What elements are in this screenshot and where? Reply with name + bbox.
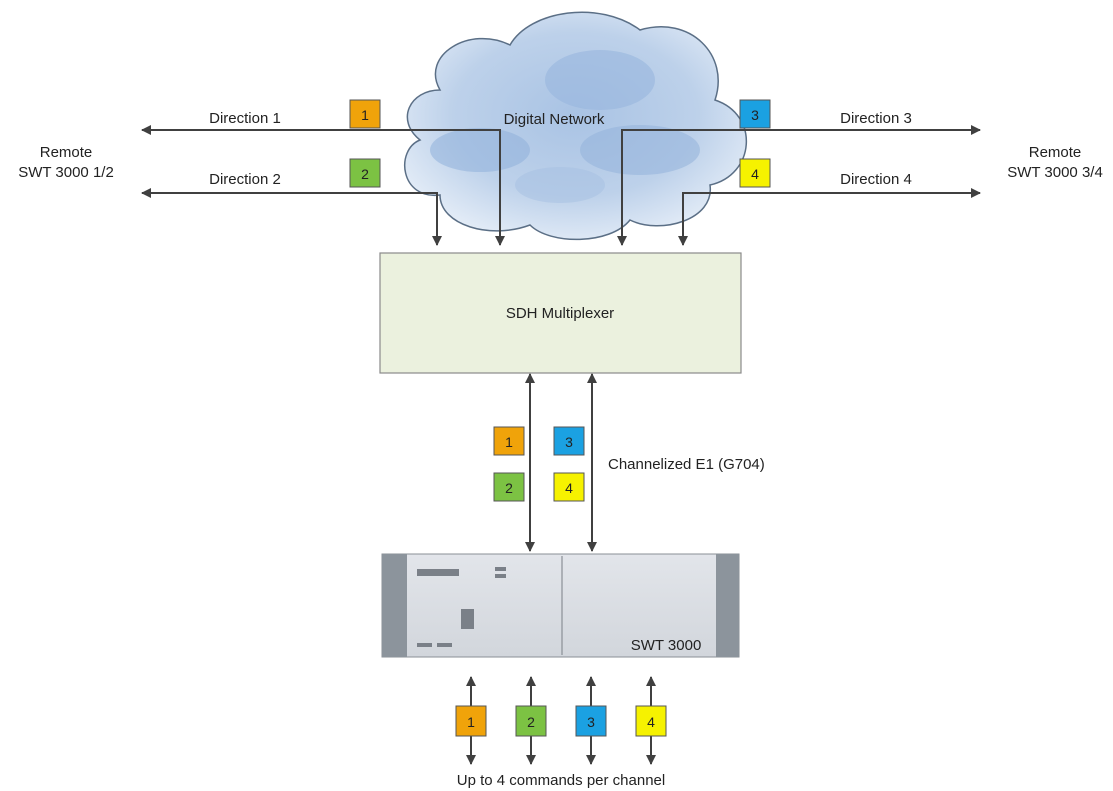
commands-caption: Up to 4 commands per channel xyxy=(457,772,665,789)
direction-4-label: Direction 4 xyxy=(840,171,912,188)
command-badge-1: 1 xyxy=(455,705,487,737)
direction-badge-3: 3 xyxy=(739,99,771,129)
e1-badge-1: 1 xyxy=(493,426,525,456)
direction-badge-1-number: 1 xyxy=(361,107,369,123)
e1-link: Channelized E1 (G704) xyxy=(525,373,765,552)
remote-left-line2: SWT 3000 1/2 xyxy=(18,164,114,181)
device-right-rack-ear xyxy=(716,554,739,657)
command-badge-2-number: 2 xyxy=(527,714,535,730)
direction-badge-1: 1 xyxy=(349,99,381,129)
direction-4-link: Direction 4 xyxy=(678,171,981,246)
sdh-multiplexer: SDH Multiplexer xyxy=(379,252,742,374)
direction-badge-4: 4 xyxy=(739,158,771,188)
direction-badge-3-number: 3 xyxy=(751,107,759,123)
digital-network-cloud: Digital Network xyxy=(404,11,748,241)
digital-network-label: Digital Network xyxy=(504,111,605,128)
e1-badge-4: 4 xyxy=(553,472,585,502)
direction-badge-2: 2 xyxy=(349,158,381,188)
remote-left-label: Remote SWT 3000 1/2 xyxy=(18,144,114,181)
e1-link-label: Channelized E1 (G704) xyxy=(608,456,765,473)
swt-3000-device: SWT 3000 xyxy=(381,553,740,658)
remote-right-label: Remote SWT 3000 3/4 xyxy=(1007,144,1103,181)
direction-2-link: Direction 2 xyxy=(141,171,442,246)
command-badge-4-number: 4 xyxy=(647,714,655,730)
device-left-rack-ear xyxy=(382,554,407,657)
direction-1-label: Direction 1 xyxy=(209,110,281,127)
swt-3000-label: SWT 3000 xyxy=(631,637,702,654)
command-badge-3: 3 xyxy=(575,705,607,737)
remote-right-line1: Remote xyxy=(1029,144,1082,161)
e1-badge-2-number: 2 xyxy=(505,480,513,496)
direction-3-link: Direction 3 xyxy=(617,110,981,246)
e1-badge-3-number: 3 xyxy=(565,434,573,450)
e1-badge-2: 2 xyxy=(493,472,525,502)
direction-badge-2-number: 2 xyxy=(361,166,369,182)
command-badge-1-number: 1 xyxy=(467,714,475,730)
e1-badge-3: 3 xyxy=(553,426,585,456)
direction-badge-4-number: 4 xyxy=(751,166,759,182)
sdh-multiplexer-label: SDH Multiplexer xyxy=(506,305,614,322)
command-badge-4: 4 xyxy=(635,705,667,737)
direction-1-link: Direction 1 xyxy=(141,110,505,246)
e1-badge-4-number: 4 xyxy=(565,480,573,496)
command-badge-3-number: 3 xyxy=(587,714,595,730)
e1-badge-1-number: 1 xyxy=(505,434,513,450)
remote-left-line1: Remote xyxy=(40,144,93,161)
command-arrows xyxy=(466,676,656,765)
command-badge-2: 2 xyxy=(515,705,547,737)
direction-3-label: Direction 3 xyxy=(840,110,912,127)
direction-2-label: Direction 2 xyxy=(209,171,281,188)
remote-right-line2: SWT 3000 3/4 xyxy=(1007,164,1103,181)
